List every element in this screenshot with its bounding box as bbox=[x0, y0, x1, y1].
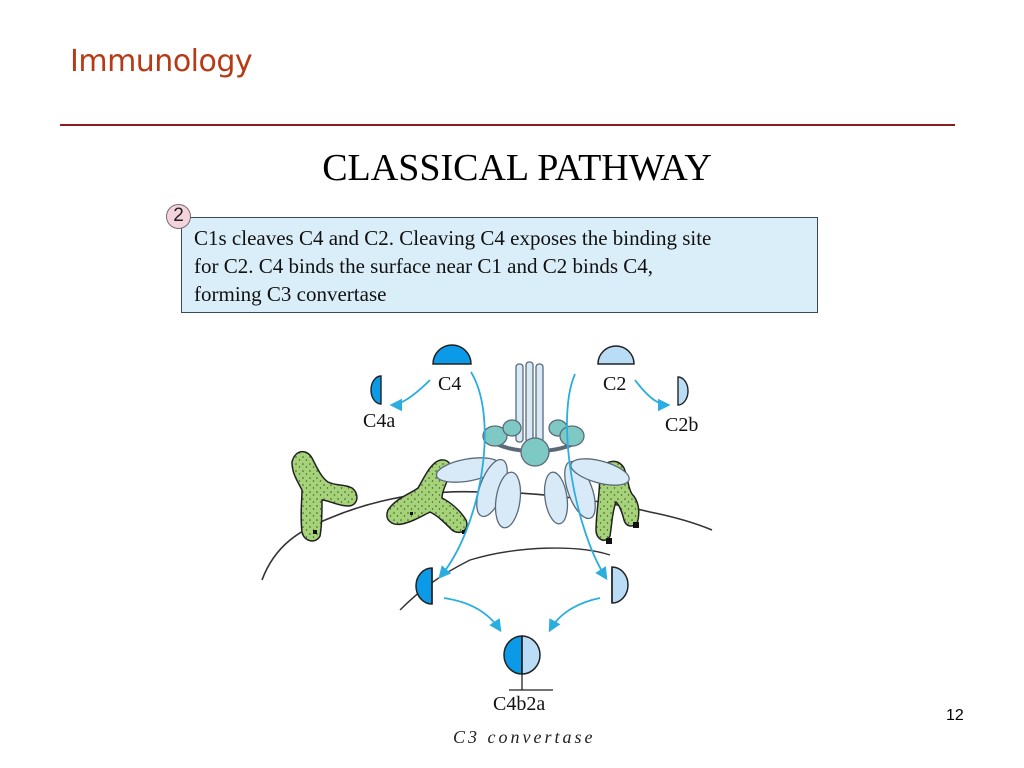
step-line-1: C1s cleaves C4 and C2. Cleaving C4 expos… bbox=[194, 226, 712, 250]
c4b2a-c2-half bbox=[521, 635, 541, 675]
c4a-label: C4a bbox=[363, 410, 395, 432]
step-number-badge: 2 bbox=[166, 204, 191, 229]
c2-label: C2 bbox=[603, 373, 626, 395]
c2b-fragment bbox=[677, 376, 689, 406]
reaction-arrows bbox=[389, 371, 671, 633]
c2b-label: C2b bbox=[665, 414, 698, 436]
antibody-left bbox=[291, 450, 358, 542]
c2a-bound bbox=[611, 566, 629, 604]
c2-molecule bbox=[597, 345, 635, 365]
c4b-bound bbox=[415, 567, 433, 605]
header-divider bbox=[60, 124, 955, 126]
page-number: 12 bbox=[946, 707, 964, 724]
step-description-box bbox=[181, 217, 818, 313]
slide-title: CLASSICAL PATHWAY bbox=[322, 147, 712, 189]
course-title: Immunology bbox=[70, 44, 253, 79]
step-description: C1s cleaves C4 and C2. Cleaving C4 expos… bbox=[194, 224, 814, 308]
c4a-fragment bbox=[370, 375, 382, 405]
c3-convertase-caption: C3 convertase bbox=[453, 727, 595, 747]
c4-label: C4 bbox=[438, 373, 461, 395]
step-line-2: for C2. C4 binds the surface near C1 and… bbox=[194, 254, 654, 278]
c4b2a-label: C4b2a bbox=[493, 693, 545, 715]
c4-molecule bbox=[432, 344, 472, 365]
step-line-3: forming C3 convertase bbox=[194, 282, 387, 306]
c4b2a-c4-half bbox=[503, 635, 523, 675]
